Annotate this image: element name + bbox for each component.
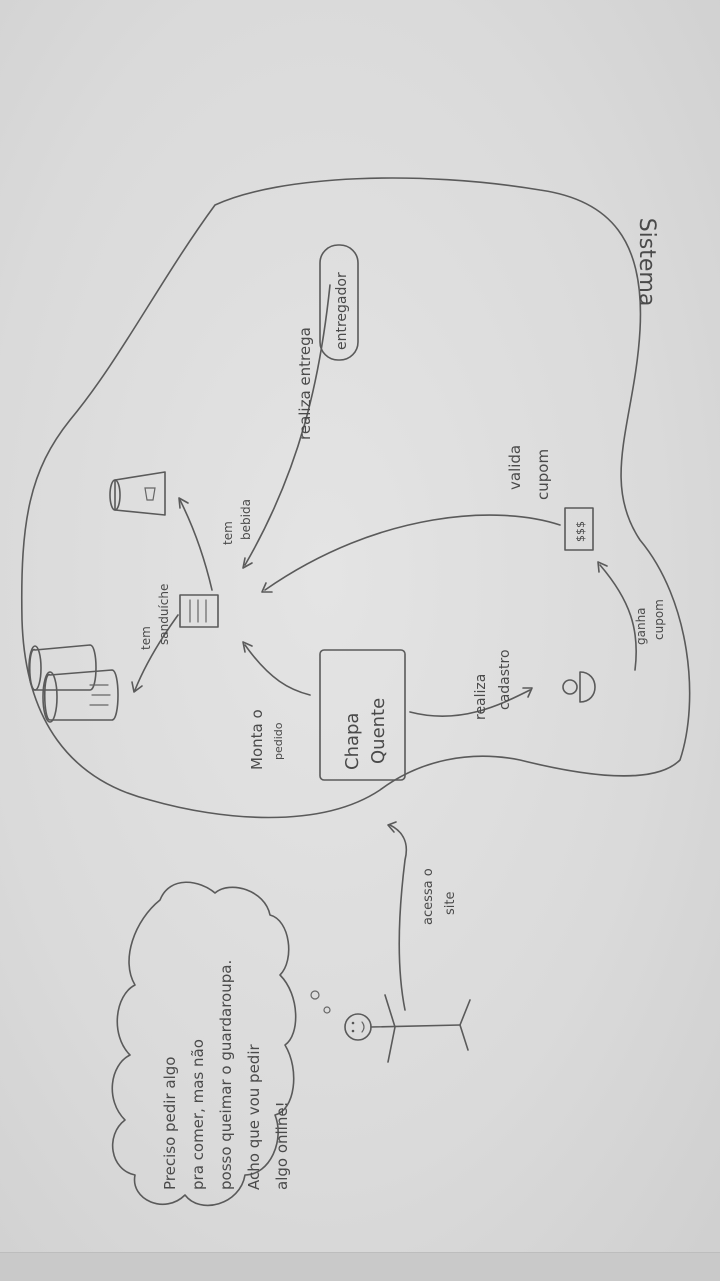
- arrow-tem-bebida: [179, 499, 213, 591]
- svg-text:site: site: [443, 892, 458, 915]
- svg-text:bebida: bebida: [239, 499, 253, 540]
- svg-text:cupom: cupom: [534, 449, 552, 500]
- thought-line-3: posso queimar o guardaroupa.: [217, 960, 235, 1190]
- thought-dot: [323, 1006, 331, 1014]
- system-label: Sistema: [634, 218, 659, 307]
- brand-line-2: Quente: [368, 698, 389, 764]
- entregador-label: entregador: [334, 272, 350, 350]
- label-tem-bebida: tem bebida: [221, 499, 253, 545]
- coupon-icon: $$$: [564, 507, 594, 551]
- label-acessa-site: acessa o site: [421, 868, 458, 925]
- label-realiza-cadastro: realiza cadastro: [473, 649, 513, 720]
- label-realiza-entrega: realiza entrega: [296, 327, 314, 440]
- order-sheet-icon: [179, 594, 219, 628]
- arrow-ganha-cupom: [599, 564, 638, 671]
- thought-line-5: algo online!: [273, 1101, 291, 1190]
- label-valida-cupom: valida cupom: [506, 445, 552, 500]
- svg-text:pedido: pedido: [272, 722, 285, 760]
- table-edge: [0, 1252, 720, 1281]
- svg-text:acessa o: acessa o: [421, 868, 436, 925]
- label-ganha-cupom: ganha cupom: [634, 599, 666, 645]
- svg-text:cupom: cupom: [652, 599, 666, 640]
- thought-line-2: pra comer, mas não: [189, 1039, 207, 1190]
- label-monta-pedido: Monta o pedido: [248, 709, 285, 770]
- arrow-valida-cupom: [264, 514, 561, 591]
- svg-text:sanduíche: sanduíche: [157, 584, 171, 645]
- svg-text:cadastro: cadastro: [497, 649, 513, 710]
- brand-logo: Chapa Quente: [342, 698, 389, 770]
- sandwich-icon: [28, 644, 119, 723]
- svg-text:valida: valida: [506, 445, 524, 490]
- brand-line-1: Chapa: [342, 713, 363, 770]
- svg-text:tem: tem: [139, 626, 153, 650]
- coupon-label: $$$: [574, 521, 587, 542]
- system-boundary: [20, 177, 691, 819]
- svg-text:tem: tem: [221, 521, 235, 545]
- arrow-acessa-site: [389, 824, 408, 1011]
- arrow-tem-sanduiche: [134, 614, 179, 691]
- entregador-pill: [319, 244, 359, 361]
- svg-text:realiza: realiza: [473, 674, 489, 720]
- arrow-realiza-entrega: [244, 284, 331, 566]
- arrow-monta-pedido: [244, 644, 311, 696]
- thought-line-4: Acho que vou pedir: [245, 1044, 263, 1190]
- thought-dot: [310, 990, 320, 1000]
- drink-icon: [109, 471, 166, 516]
- person-icon: [344, 994, 471, 1063]
- label-tem-sanduiche: tem sanduíche: [139, 584, 171, 650]
- arrow-realiza-cadastro: [409, 689, 531, 717]
- thought-text: Preciso pedir algo pra comer, mas não po…: [161, 960, 291, 1190]
- thought-line-1: Preciso pedir algo: [161, 1057, 179, 1190]
- svg-text:Monta o: Monta o: [248, 709, 266, 770]
- svg-text:ganha: ganha: [634, 607, 648, 645]
- user-icon: [562, 671, 596, 703]
- thought-bubble: [111, 881, 297, 1207]
- chapa-quente-box: [319, 649, 406, 781]
